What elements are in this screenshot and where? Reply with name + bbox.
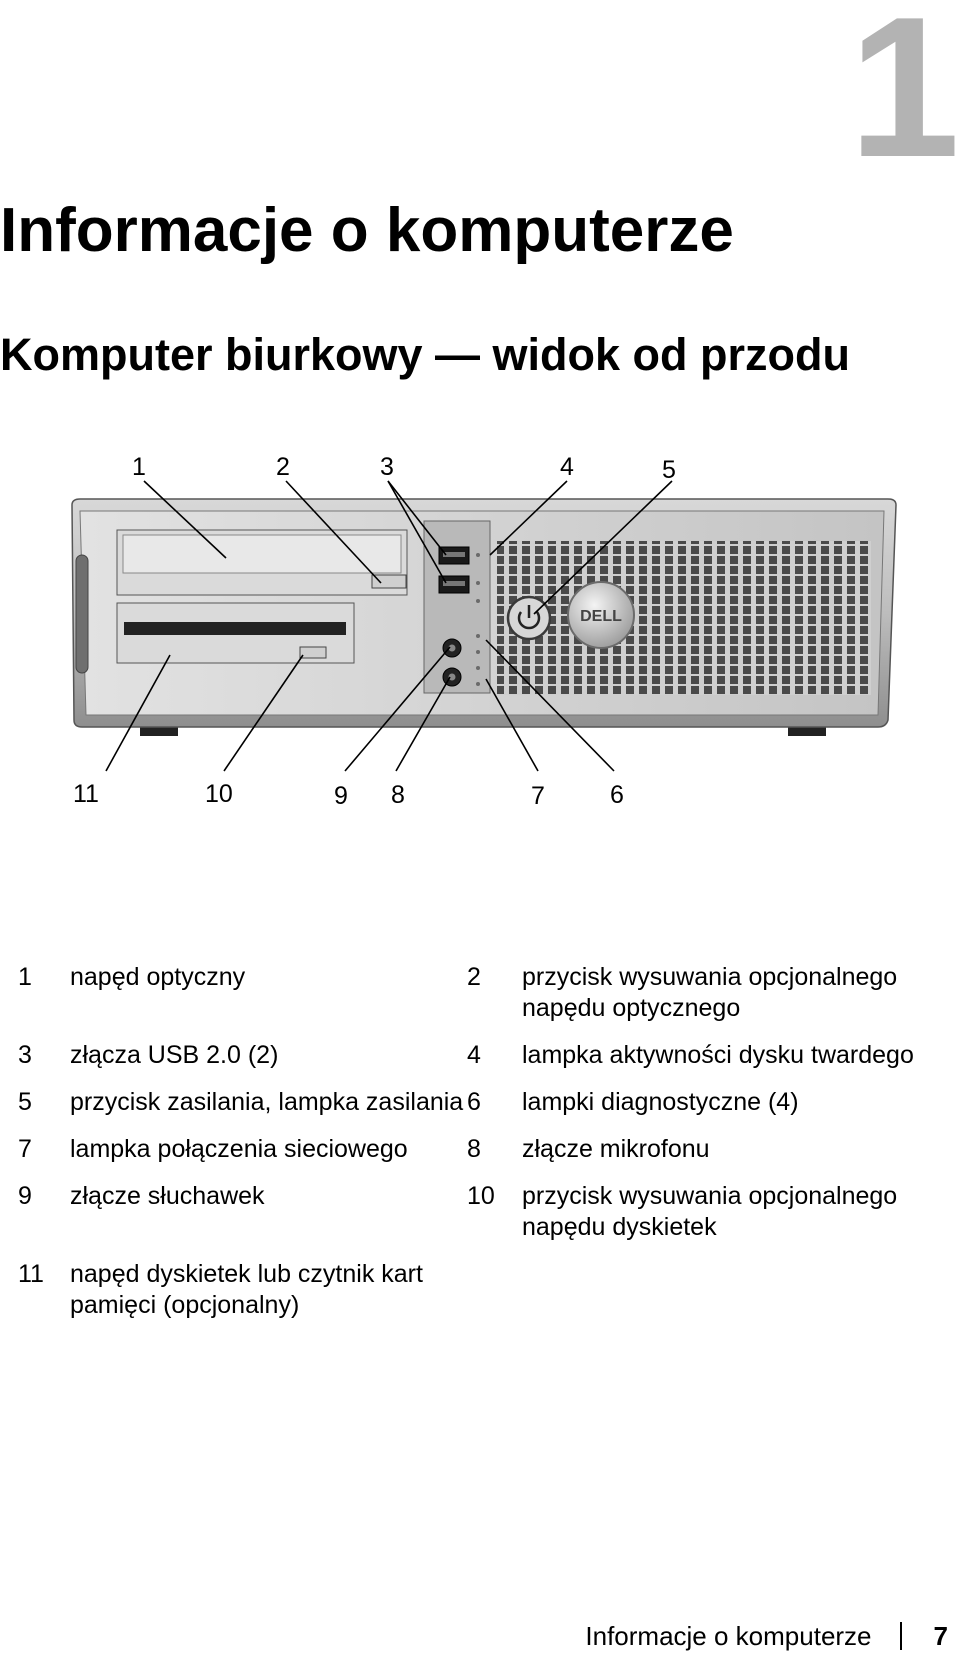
legend-number: 3 bbox=[18, 1041, 32, 1069]
legend-number: 10 bbox=[467, 1182, 495, 1210]
legend-text: przycisk zasilania, lampka zasilania bbox=[70, 1088, 464, 1116]
legend-number: 11 bbox=[18, 1260, 44, 1288]
case-foot-right bbox=[788, 727, 826, 736]
case-foot-left bbox=[140, 727, 178, 736]
callout-legend: 1 napęd optyczny 2 przycisk wysuwania op… bbox=[18, 962, 948, 1321]
case-side-grip bbox=[75, 554, 89, 674]
legend-text: złącze mikrofonu bbox=[522, 1135, 710, 1163]
callout-label-11: 11 bbox=[73, 780, 99, 808]
legend-number: 9 bbox=[18, 1182, 32, 1210]
callout-label-2: 2 bbox=[276, 455, 290, 481]
legend-number: 7 bbox=[18, 1135, 32, 1163]
callout-label-10: 10 bbox=[205, 780, 233, 808]
power-icon bbox=[517, 611, 541, 630]
diagnostic-lights bbox=[476, 553, 480, 686]
callout-label-7: 7 bbox=[531, 782, 545, 810]
callout-label-1: 1 bbox=[132, 455, 146, 481]
legend-number: 1 bbox=[18, 963, 32, 991]
legend-number: 2 bbox=[467, 963, 481, 991]
legend-text: lampka aktywności dysku twardego bbox=[522, 1041, 914, 1069]
legend-number: 5 bbox=[18, 1088, 32, 1116]
callout-label-3: 3 bbox=[380, 455, 394, 481]
chapter-title: Informacje o komputerze bbox=[0, 196, 734, 265]
footer-separator bbox=[899, 1622, 902, 1650]
callout-label-6: 6 bbox=[610, 781, 624, 809]
legend-text: złącze słuchawek bbox=[70, 1182, 265, 1210]
dell-logo-text: DELL bbox=[580, 608, 622, 625]
floppy-drive-eject-button[interactable] bbox=[299, 646, 327, 659]
legend-text: przycisk wysuwania opcjonalnego napędu d… bbox=[522, 1182, 898, 1241]
optical-drive-eject-button[interactable] bbox=[371, 574, 407, 589]
callout-label-9: 9 bbox=[334, 782, 348, 810]
legend-text: lampka połączenia sieciowego bbox=[70, 1135, 408, 1163]
page-footer: Informacje o komputerze 7 bbox=[585, 1622, 948, 1650]
chapter-number: 1 bbox=[848, 0, 960, 199]
legend-number: 8 bbox=[467, 1135, 481, 1163]
legend-text: napęd optyczny bbox=[70, 963, 246, 991]
page-number: 7 bbox=[933, 1621, 948, 1651]
callout-label-5: 5 bbox=[662, 456, 676, 484]
legend-text: lampki diagnostyczne (4) bbox=[522, 1088, 799, 1116]
callout-label-4: 4 bbox=[560, 455, 574, 481]
floppy-drive-slot bbox=[124, 622, 346, 635]
callout-label-8: 8 bbox=[391, 781, 405, 809]
section-title: Komputer biurkowy — widok od przodu bbox=[0, 329, 850, 380]
legend-text: przycisk wysuwania opcjonalnego napędu o… bbox=[522, 963, 898, 1022]
computer-front-view-figure: DELL 1 2 3 4 5 11 10 9 8 7 6 bbox=[0, 455, 960, 855]
legend-number: 4 bbox=[467, 1041, 481, 1069]
legend-text: napęd dyskietek lub czytnik kart pamięci… bbox=[70, 1260, 423, 1319]
callout-leader-lines bbox=[105, 480, 673, 772]
footer-chapter-title: Informacje o komputerze bbox=[585, 1621, 872, 1651]
legend-number: 6 bbox=[467, 1088, 481, 1116]
legend-text: złącza USB 2.0 (2) bbox=[70, 1041, 279, 1069]
dell-logo bbox=[567, 581, 635, 649]
front-vent-grill bbox=[497, 541, 871, 695]
